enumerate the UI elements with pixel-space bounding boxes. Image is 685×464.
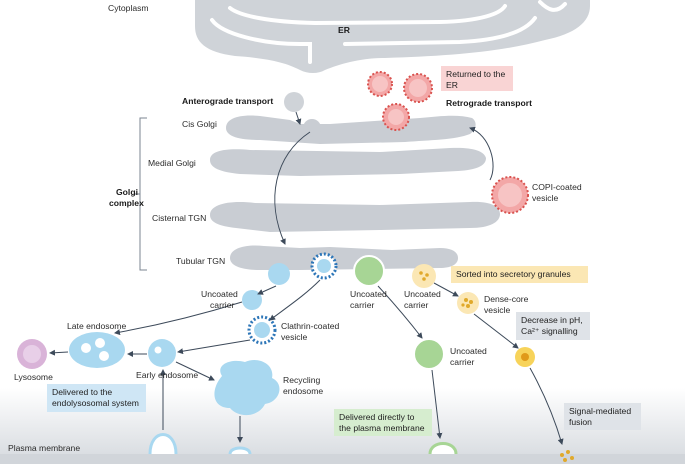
er-lumen-line-2 (210, 18, 312, 64)
label-recycling-2: endosome (283, 386, 323, 396)
medial-cisterna (210, 147, 486, 176)
late-to-lysosome-arrow (49, 349, 69, 356)
tgn-yellow-granule (412, 264, 436, 288)
clathrin-arrow (269, 279, 321, 321)
granule-to-dense-arrow (433, 282, 459, 297)
label-golgi-complex-2: complex (109, 198, 144, 208)
label-medial-golgi: Medial Golgi (148, 158, 196, 168)
label-er: ER (338, 25, 351, 35)
er-shape (195, 0, 590, 73)
green-to-carrier-arrow (377, 285, 423, 339)
green-pm-fusion (428, 442, 458, 455)
label-clathrin-2: vesicle (281, 332, 307, 342)
retrograde-arrow (469, 126, 494, 181)
endocytic-vesicle (148, 433, 178, 455)
clathrin-coated-vesicle (247, 315, 277, 345)
tgn-green-carrier (353, 255, 385, 287)
box-directly-line-2: the plasma membrane (339, 422, 425, 433)
label-uncoated-3b: carrier (404, 300, 428, 310)
lysosome (17, 339, 47, 369)
box-endolysosomal-line-1: Delivered to the (52, 387, 113, 397)
box-delivered-directly: Delivered directly to the plasma membran… (334, 409, 432, 436)
label-cytoplasm: Cytoplasm (108, 3, 149, 13)
late-endosome (69, 332, 125, 368)
tgn-to-uncoated-arrow (257, 285, 277, 295)
box-returned-to-er: Returned to the ER (441, 66, 513, 91)
granule-exocytosis (560, 450, 574, 462)
retrograde-arrow-2 (476, 130, 487, 148)
label-anterograde: Anterograde transport (182, 96, 273, 106)
box-decrease-line-2: Ca²⁺ signalling (521, 325, 578, 336)
label-copi-1: COPI-coated (532, 182, 582, 192)
label-uncoated-1b: carrier (210, 300, 234, 310)
uncoated-carrier-green (413, 338, 445, 370)
recycling-endosome (214, 359, 280, 416)
box-endolysosomal-line-2: endolysosomal system (52, 397, 139, 408)
label-uncoated-4a: Uncoated (450, 346, 487, 356)
label-golgi-complex-1: Golgi (116, 187, 138, 197)
er-lumen-line-3 (343, 16, 537, 46)
copi-vesicle-returning-3 (382, 103, 410, 131)
anterograde-arrow (295, 111, 302, 125)
copi-vesicle-returning-2 (403, 73, 433, 103)
cis-to-tgn-arrow (274, 131, 311, 245)
tubular-tgn (230, 245, 458, 270)
box-signal-fusion: Signal-mediated fusion (564, 403, 641, 430)
box-directly-line-1: Delivered directly to (339, 412, 415, 422)
golgi-cisternae (210, 115, 500, 270)
label-uncoated-4b: carrier (450, 357, 474, 367)
label-lysosome: Lysosome (14, 372, 53, 382)
uncoated-carrier-blue (242, 290, 262, 310)
box-delivered-endolysosomal: Delivered to the endolysosomal system (47, 384, 146, 412)
clathrin-to-early-arrow (177, 339, 251, 355)
label-uncoated-2a: Uncoated (350, 289, 387, 299)
box-secretory-line-1: Sorted into secretory granules (456, 269, 571, 279)
label-early-endosome: Early endosome (136, 370, 198, 380)
green-to-pm-arrow (431, 369, 443, 439)
box-signal-line-2: fusion (569, 416, 592, 427)
er-lumen-line-4 (538, 0, 567, 12)
copi-coated-vesicle (491, 176, 529, 214)
label-plasma-membrane: Plasma membrane (8, 443, 80, 453)
label-dense-core-1: Dense-core (484, 294, 529, 304)
box-secretory-granules: Sorted into secretory granules (451, 266, 588, 283)
tgn-uncoated-carrier-budding (268, 263, 290, 285)
label-copi-2: vesicle (532, 193, 558, 203)
label-uncoated-2b: carrier (350, 300, 374, 310)
cisternal-tgn (210, 201, 500, 232)
recycling-pm-vesicle (228, 446, 252, 455)
label-dense-core-2: vesicle (484, 305, 510, 315)
mature-granule (515, 347, 535, 367)
golgi-bracket (135, 117, 147, 271)
mature-to-pm-arrow (529, 367, 564, 445)
label-cis-golgi: Cis Golgi (182, 119, 217, 129)
label-clathrin-1: Clathrin-coated (281, 321, 339, 331)
uncoated-to-late-arrow (114, 301, 243, 336)
box-decrease-line-1: Decrease in pH, (521, 315, 583, 325)
early-endosome (148, 339, 176, 367)
plasma-membrane-line (0, 454, 685, 464)
box-returned-line-1: Returned to the (446, 69, 506, 79)
label-cisternal-tgn: Cisternal TGN (152, 213, 206, 223)
dense-core-vesicle (457, 292, 479, 314)
label-tubular-tgn: Tubular TGN (176, 256, 225, 266)
tgn-clathrin-budding (310, 252, 338, 280)
box-returned-line-2: ER (446, 79, 458, 90)
label-retrograde: Retrograde transport (446, 98, 532, 108)
cis-cisterna (226, 115, 476, 144)
box-signal-line-1: Signal-mediated (569, 406, 632, 416)
er-lumen-line-1 (228, 4, 507, 26)
dense-to-mature-arrow (473, 313, 519, 349)
copi-vesicle-returning-1 (367, 71, 393, 97)
label-uncoated-3a: Uncoated (404, 289, 441, 299)
label-late-endosome: Late endosome (67, 321, 126, 331)
label-recycling-1: Recycling (283, 375, 320, 385)
er-exit-vesicle (284, 92, 304, 112)
early-to-recycling-arrow (175, 361, 215, 381)
label-uncoated-1a: Uncoated (201, 289, 238, 299)
box-decrease-ph: Decrease in pH, Ca²⁺ signalling (516, 312, 590, 340)
